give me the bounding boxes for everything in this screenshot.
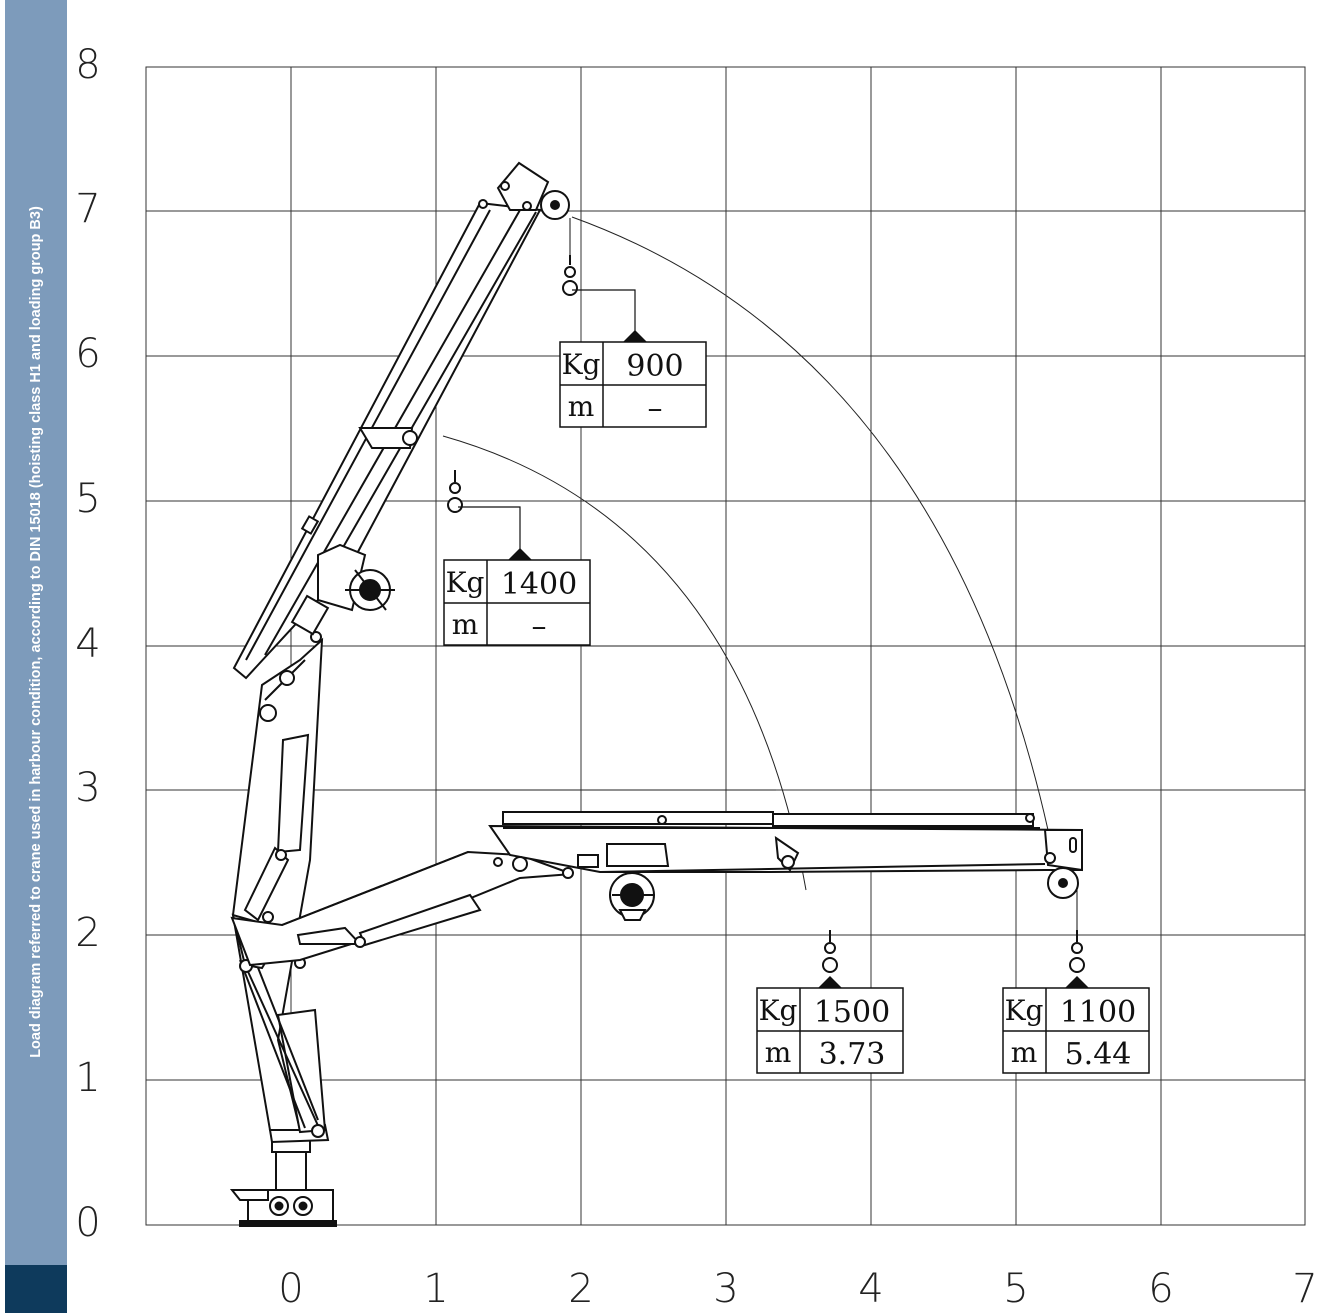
x-tick-2: 2 [568,1266,593,1312]
y-tick-3: 3 [75,765,100,811]
m-label: m [452,608,479,641]
sidebar-band-light [5,0,67,1265]
y-tick-1: 1 [75,1055,100,1101]
m-label: m [1011,1036,1038,1069]
crane-column [231,631,327,1138]
kg-value: 1400 [501,567,577,602]
inner-reach-arc [442,435,807,891]
kg-label: Kg [446,566,485,599]
kg-value: 900 [626,349,683,384]
leader-markers [508,330,1089,988]
y-tick-0: 0 [75,1200,100,1246]
hook-icon [1069,930,1085,973]
kg-label: Kg [759,994,798,1027]
lift-cylinder [276,733,310,854]
hook-icon [822,930,838,973]
lower-cylinder [276,1008,327,1134]
m-value: – [648,391,663,426]
x-tick-7: 7 [1292,1266,1317,1312]
kg-label: Kg [562,348,601,381]
raised-boom [232,161,571,680]
x-axis-labels: 0 1 2 3 4 5 6 7 [278,1266,1317,1312]
load-table-1500: Kg 1500 m 3.73 [756,987,904,1074]
slewing-column [275,1149,307,1191]
y-axis-labels: 0 1 2 3 4 5 6 7 8 [75,42,100,1246]
pointer-triangle [623,330,647,342]
m-value: 3.73 [819,1037,886,1072]
load-tables: Kg 900 m – Kg 1400 m – Kg 1500 m 3.73 [443,341,1150,1074]
x-tick-1: 1 [423,1266,448,1312]
jib-winch-housing [606,843,670,867]
y-tick-7: 7 [75,186,100,232]
y-tick-6: 6 [75,331,100,377]
pivot-pin [259,704,277,722]
x-tick-5: 5 [1003,1266,1028,1312]
m-value: 5.44 [1065,1037,1132,1072]
boom-tip-bracket [496,161,550,211]
y-tick-8: 8 [75,42,100,88]
leader-lines [458,289,636,550]
m-value: – [532,609,547,644]
load-table-900: Kg 900 m – [559,341,707,428]
kg-label: Kg [1005,994,1044,1027]
m-label: m [765,1036,792,1069]
y-tick-4: 4 [75,621,100,667]
pointer-triangle [508,548,532,560]
grid [145,66,1306,1226]
sidebar-band: Load diagram referred to crane used in h… [5,0,67,1313]
m-label: m [568,390,595,423]
load-table-1400: Kg 1400 m – [443,559,591,646]
load-table-1100: Kg 1100 m 5.44 [1002,987,1150,1074]
x-tick-4: 4 [858,1266,883,1312]
hook-icon [447,470,463,513]
sidebar-band-dark [5,1265,67,1313]
x-tick-3: 3 [713,1266,738,1312]
crane-base [229,1123,337,1227]
outer-reach-arc [571,216,1049,831]
kg-value: 1100 [1060,995,1136,1030]
x-tick-0: 0 [278,1266,303,1312]
pointer-triangle [1065,976,1089,988]
horizontal-boom [230,811,1083,967]
y-tick-2: 2 [75,910,100,956]
pivot-pin [279,670,295,686]
pointer-triangle [818,976,842,988]
x-tick-6: 6 [1148,1266,1173,1312]
hooks [447,255,1085,973]
y-tick-5: 5 [75,476,100,522]
kg-value: 1500 [814,995,890,1030]
hook-icon [562,255,578,296]
reach-arcs [436,216,1049,891]
